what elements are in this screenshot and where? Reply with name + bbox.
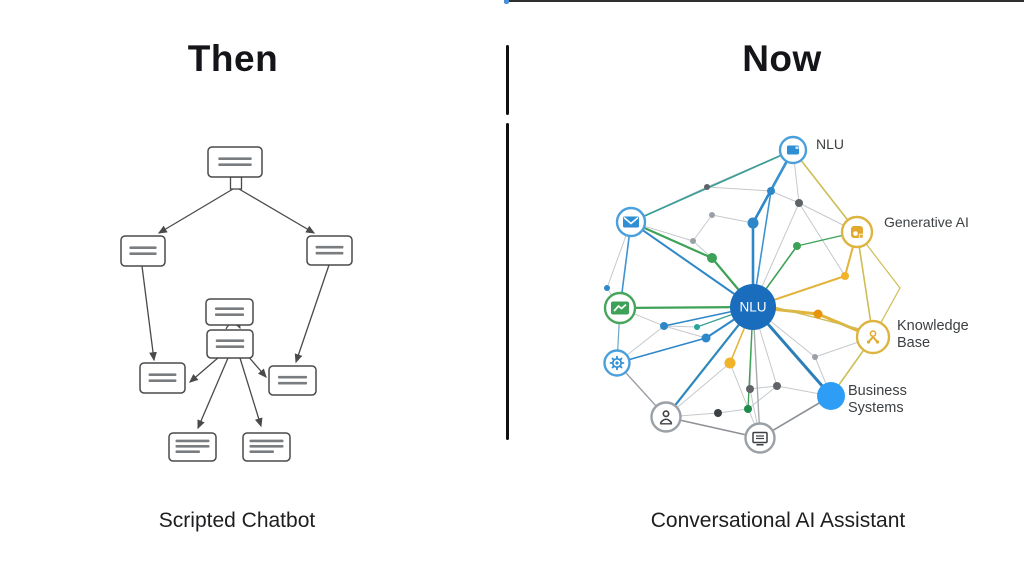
network-node-media (603, 291, 637, 325)
network-label-generative-ai: Generative AI (884, 214, 969, 230)
top-edge-line (505, 0, 1024, 2)
network-dot (841, 272, 849, 280)
network-dot (793, 242, 801, 250)
flow-box-textline (215, 339, 245, 342)
flow-box-mid-lower (206, 329, 254, 359)
flow-box-textline (214, 307, 245, 310)
network-edge (749, 385, 778, 390)
scripted-chatbot-flowchart (120, 146, 353, 462)
network-edge (792, 149, 858, 233)
flow-box-textline (315, 251, 344, 255)
network-edge (711, 214, 754, 224)
flow-box-textline (249, 445, 284, 448)
network-edge (630, 149, 794, 223)
network-label-nlu: NLU (816, 136, 845, 152)
flow-box-textline (249, 450, 274, 453)
flow-box-textline (148, 373, 177, 376)
flow-arrow (238, 188, 316, 234)
flow-arrow (157, 188, 234, 234)
network-dot (724, 357, 736, 369)
flow-arrow (189, 356, 220, 383)
flow-box-left-2 (139, 362, 186, 394)
network-edge (630, 221, 754, 308)
network-edge (665, 416, 761, 439)
network-node-generative-ai (840, 215, 874, 249)
network-dot (813, 309, 823, 319)
flow-box-textline (315, 245, 344, 249)
network-node-business-systems (817, 382, 845, 410)
network-edge (706, 186, 772, 192)
flow-box-right-1 (306, 235, 353, 266)
flow-box-textline (249, 439, 284, 443)
network-edge (856, 231, 874, 338)
flow-box-textline (277, 375, 308, 379)
network-dot (604, 285, 610, 291)
flow-arrow (141, 265, 157, 362)
flow-box-textline (218, 163, 252, 166)
now-caption: Conversational AI Assistant (650, 509, 906, 532)
network-dot (744, 405, 752, 413)
flow-box-textline (148, 379, 177, 382)
conversational-ai-network: NLU (603, 135, 901, 454)
flow-box-root (207, 146, 263, 178)
flow-box-textline (175, 450, 200, 453)
flow-box-textline (175, 439, 210, 443)
network-node-nlu-top (778, 135, 808, 165)
network-edge (665, 306, 754, 418)
flow-box-textline (214, 313, 245, 316)
flow-box-textline (129, 246, 157, 249)
network-label-knowledge-base: Knowledge Base (897, 318, 969, 352)
network-dot (773, 382, 781, 390)
network-dot (747, 217, 759, 229)
network-node-email (615, 206, 647, 238)
flow-arrow (246, 354, 267, 378)
flow-box-right-2 (268, 365, 317, 396)
divider-lower-segment (506, 123, 510, 440)
network-dot (746, 385, 754, 393)
network-dot (694, 324, 700, 330)
hub-label: NLU (739, 300, 766, 315)
flow-box-textline (175, 445, 210, 448)
network-dot (709, 212, 715, 218)
network-edge (770, 190, 800, 204)
flow-box-textline (215, 345, 245, 348)
network-edge (663, 325, 698, 328)
network-dot (714, 409, 722, 417)
flow-arrow (197, 357, 229, 430)
flow-box-textline (129, 252, 157, 255)
network-dot (767, 187, 775, 195)
network-hub-nlu: NLU (730, 284, 776, 330)
network-node-knowledge-base (855, 319, 891, 355)
top-edge-accent-dot (504, 0, 509, 4)
network-node-settings (603, 349, 631, 377)
network-edge (717, 408, 749, 414)
then-title: Then (187, 38, 279, 79)
now-title: Now (742, 38, 822, 79)
network-dot (660, 322, 668, 330)
network-dot (812, 354, 818, 360)
network-dot (701, 333, 711, 343)
flow-box-mid-upper (205, 298, 254, 326)
network-edge (616, 337, 707, 364)
network-label-business-systems: Business Systems (848, 383, 907, 417)
network-dot (707, 253, 717, 263)
flow-box-textline (218, 157, 252, 160)
then-caption: Scripted Chatbot (158, 509, 316, 532)
flow-box-textline (277, 381, 308, 385)
flow-arrow (294, 264, 330, 364)
flow-box-left-1 (120, 235, 166, 267)
network-node-training (744, 422, 776, 454)
network-dot (704, 184, 710, 190)
flow-connector (229, 176, 243, 190)
network-edge (692, 214, 713, 242)
network-edge (663, 325, 707, 339)
network-dot (690, 238, 696, 244)
flow-arrow (239, 357, 263, 428)
network-dot (795, 199, 803, 207)
divider-upper-segment (506, 45, 510, 115)
network-node-person (650, 401, 682, 433)
